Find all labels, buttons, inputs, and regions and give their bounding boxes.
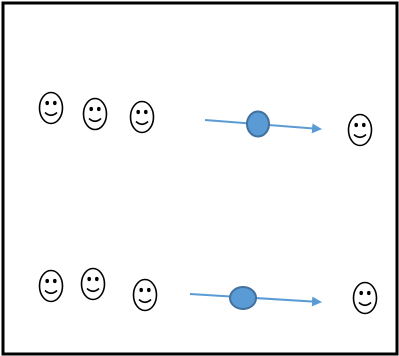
smiley-face-icon	[347, 113, 373, 147]
smiley-face-icon	[38, 269, 64, 303]
row-1	[38, 91, 373, 147]
circle-dot-icon	[229, 286, 257, 310]
circle-dot-icon	[246, 110, 270, 138]
smiley-face-icon	[132, 278, 158, 312]
smiley-face-icon	[352, 281, 378, 315]
smiley-face-icon	[129, 100, 155, 134]
row-2	[38, 267, 378, 315]
smiley-face-icon	[38, 91, 64, 125]
smiley-face-icon	[80, 267, 106, 301]
smiley-face-icon	[82, 97, 108, 131]
